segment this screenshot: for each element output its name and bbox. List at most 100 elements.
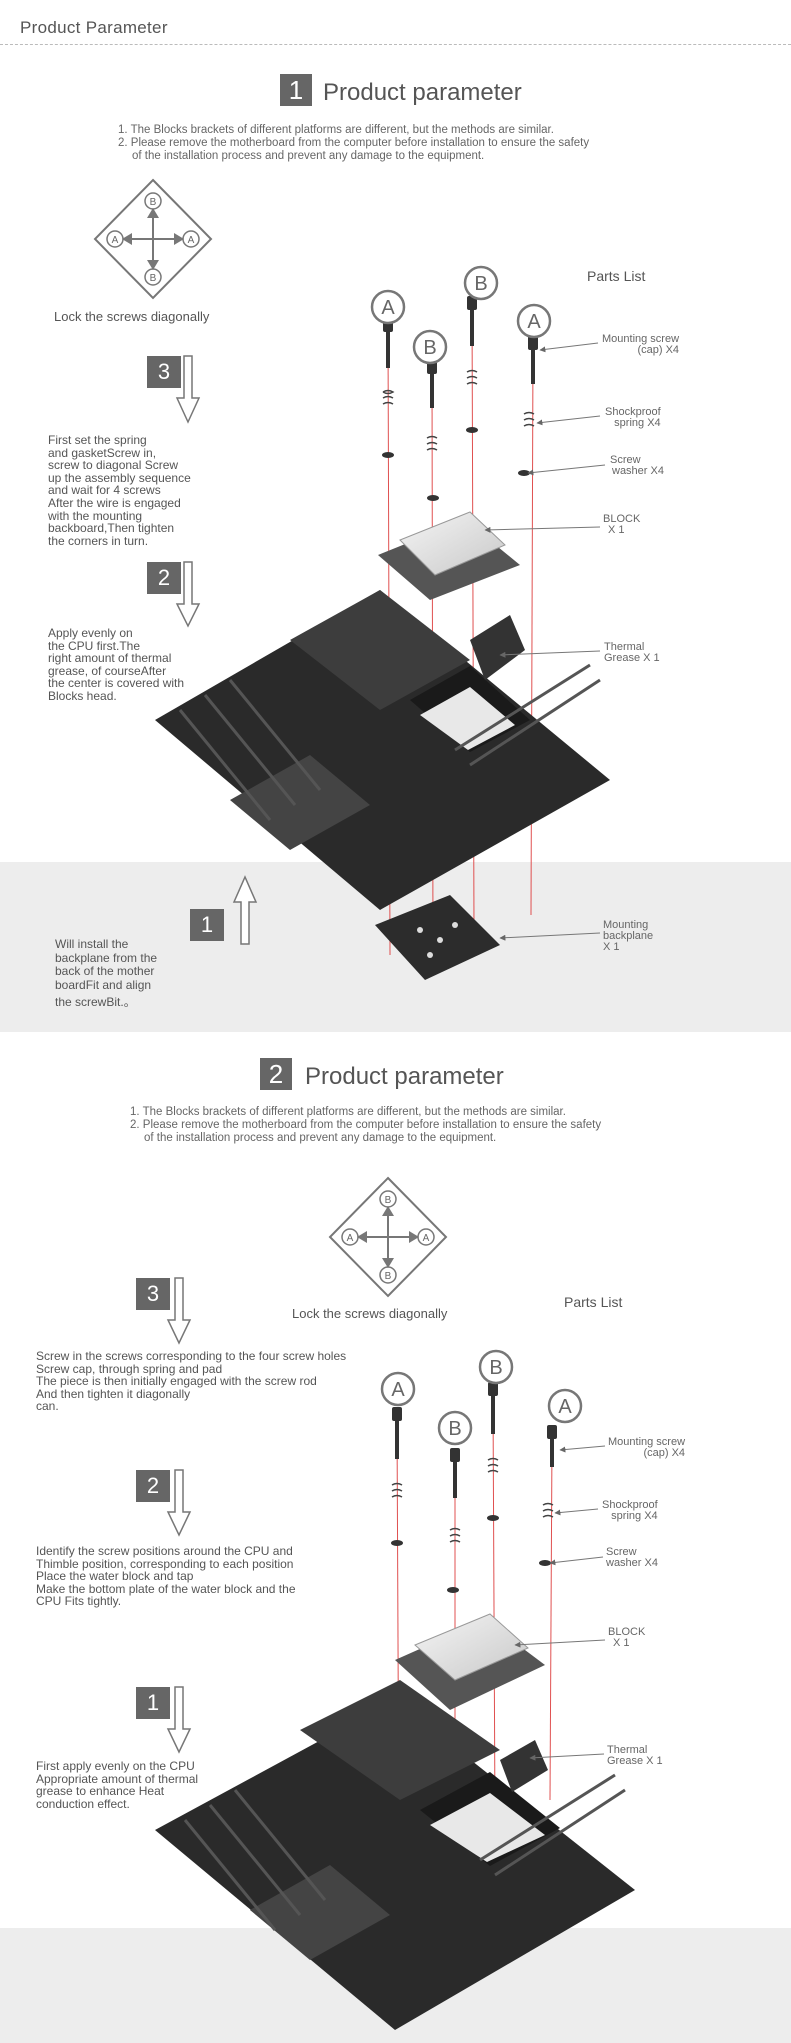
section2-label-spring: Shockproof spring X4 — [602, 1500, 658, 1522]
section1-intro-line: of the installation process and prevent … — [132, 150, 485, 162]
section2-motherboard — [155, 1680, 635, 2030]
step-text-line: boardFit and align — [55, 977, 152, 992]
step-text-line: and wait for 4 screws — [48, 483, 161, 498]
down-arrow-icon — [166, 1469, 192, 1537]
section1-letter-markers — [370, 265, 552, 365]
section1-backplane — [375, 895, 500, 980]
section1-leader-lines — [484, 342, 606, 941]
section1-parts-list: Parts List — [587, 268, 646, 284]
section1-step-1-number: 1 — [190, 909, 224, 941]
section1-lock-text: Lock the screws diagonally — [54, 309, 210, 324]
step-text-line: Screw cap, through spring and pad — [36, 1361, 223, 1376]
section2-parts-list: Parts List — [564, 1294, 623, 1310]
label-line: Thermal — [607, 1744, 648, 1756]
label-line: Mounting — [603, 919, 649, 931]
diamond-letter-b: B — [150, 273, 157, 284]
step-text-line: Blocks head. — [48, 688, 117, 703]
marker-letter-a: A — [558, 1396, 572, 1418]
section2-letter-markers — [380, 1349, 583, 1446]
label-line: (cap) X4 — [643, 1447, 686, 1459]
section1-step-2-text: Apply evenly on the CPU first.The right … — [48, 627, 184, 703]
step-text-line: Identify the screw positions around the … — [36, 1544, 293, 1558]
section1-screws — [382, 296, 538, 501]
step-text-line: backboard,Then tighten — [48, 521, 175, 536]
section1-step-2-number: 2 — [147, 562, 181, 594]
label-line: X 1 — [603, 941, 620, 953]
label-line: backplane — [603, 930, 654, 942]
diamond-letter-a: A — [347, 1233, 354, 1244]
step-text-line: Place the water block and tap — [36, 1569, 194, 1584]
section2-step-2-number: 2 — [136, 1470, 170, 1502]
step-text-line: backplane from the — [55, 950, 158, 965]
step-text-line: the corners in turn. — [48, 533, 149, 548]
step-text-line: back of the mother — [55, 964, 155, 979]
label-line: Thermal — [604, 641, 645, 653]
down-arrow-icon — [175, 355, 201, 424]
step-text-line: Will install the — [55, 937, 129, 951]
section2-intro: 1. The Blocks brackets of different plat… — [130, 1106, 601, 1145]
marker-letter-a: A — [527, 311, 541, 333]
section2-step-3-text: Screw in the screws corresponding to the… — [36, 1350, 346, 1413]
section1-intro-line: 1. The Blocks brackets of different plat… — [118, 124, 554, 136]
section2-water-block — [395, 1613, 548, 1792]
marker-letter-b: B — [448, 1418, 461, 1440]
diamond-letter-b: B — [150, 197, 157, 208]
label-line: spring X4 — [611, 1510, 658, 1522]
section1-title: Product parameter — [323, 79, 522, 106]
step-text-line: grease to enhance Heat — [36, 1784, 165, 1799]
section2-step-1-text: First apply evenly on the CPU Appropriat… — [36, 1760, 198, 1810]
step-text-line: Thimble position, corresponding to each … — [36, 1556, 294, 1571]
step-text-line: up the assembly sequence — [48, 470, 191, 485]
step-text-line: Screw in the screws corresponding to the… — [36, 1349, 347, 1363]
section2-diagonal-diamond — [328, 1176, 448, 1298]
section1-label-block: BLOCK X 1 — [603, 514, 640, 536]
section1-label-grease: Thermal Grease X 1 — [604, 642, 660, 664]
down-arrow-icon — [175, 561, 201, 628]
section2-label-block: BLOCK X 1 — [608, 1627, 645, 1649]
section1-intro: 1. The Blocks brackets of different plat… — [118, 124, 589, 163]
section1-water-block — [378, 511, 525, 680]
label-line: Grease X 1 — [607, 1755, 663, 1767]
section1-step-3-text: First set the spring and gasketScrew in,… — [48, 434, 191, 547]
label-line: Screw — [610, 454, 641, 466]
step-text-line: After the wire is engaged — [48, 495, 181, 510]
label-line: Mounting screw — [608, 1436, 686, 1448]
marker-letter-a: A — [391, 1379, 405, 1401]
step-text-line: can. — [36, 1399, 59, 1414]
step-text-line: the center is covered with — [48, 676, 185, 691]
section2-step-3-number: 3 — [136, 1278, 170, 1310]
section1-step-1-text: Will install the backplane from the back… — [55, 937, 158, 1010]
section1-diagonal-diamond — [93, 178, 213, 300]
section2-title: Product parameter — [305, 1063, 504, 1090]
diamond-letter-b: B — [385, 1195, 392, 1206]
label-line: washer X4 — [612, 465, 664, 477]
step-text-line: and gasketScrew in, — [48, 445, 157, 460]
diamond-letter-a: A — [423, 1233, 430, 1244]
marker-letter-a: A — [381, 297, 395, 319]
diamond-letter-b: B — [385, 1271, 392, 1282]
section1-step-3-number: 3 — [147, 356, 181, 388]
marker-letter-b: B — [489, 1357, 502, 1379]
marker-letter-b: B — [423, 337, 436, 359]
page-header-title: Product Parameter — [20, 18, 168, 37]
section1-label-spring: Shockproof spring X4 — [605, 407, 661, 429]
step-text-line: Make the bottom plate of the water block… — [36, 1581, 296, 1596]
step-text-line: CPU Fits tightly. — [36, 1594, 122, 1609]
step-text-line: the CPU first.The — [48, 638, 141, 653]
section2-intro-line: 2. Please remove the motherboard from th… — [130, 1119, 602, 1131]
step-text-line: screw to diagonal Screw — [48, 458, 179, 473]
step-text-line: conduction effect. — [36, 1796, 130, 1811]
marker-letter-b: B — [474, 273, 487, 295]
down-arrow-icon — [166, 1277, 192, 1345]
label-line: Screw — [606, 1546, 637, 1558]
section2-intro-line: of the installation process and prevent … — [144, 1132, 497, 1144]
section1-number: 1 — [280, 74, 312, 106]
step-text-line: First set the spring — [48, 433, 147, 447]
step-text-line: The piece is then initially engaged with… — [36, 1374, 317, 1389]
label-line: Shockproof — [605, 406, 661, 418]
section2-intro-line: 1. The Blocks brackets of different plat… — [130, 1106, 566, 1118]
section2-step-1-number: 1 — [136, 1687, 170, 1719]
section1-motherboard — [155, 590, 610, 910]
label-line: Mounting screw — [602, 333, 680, 345]
